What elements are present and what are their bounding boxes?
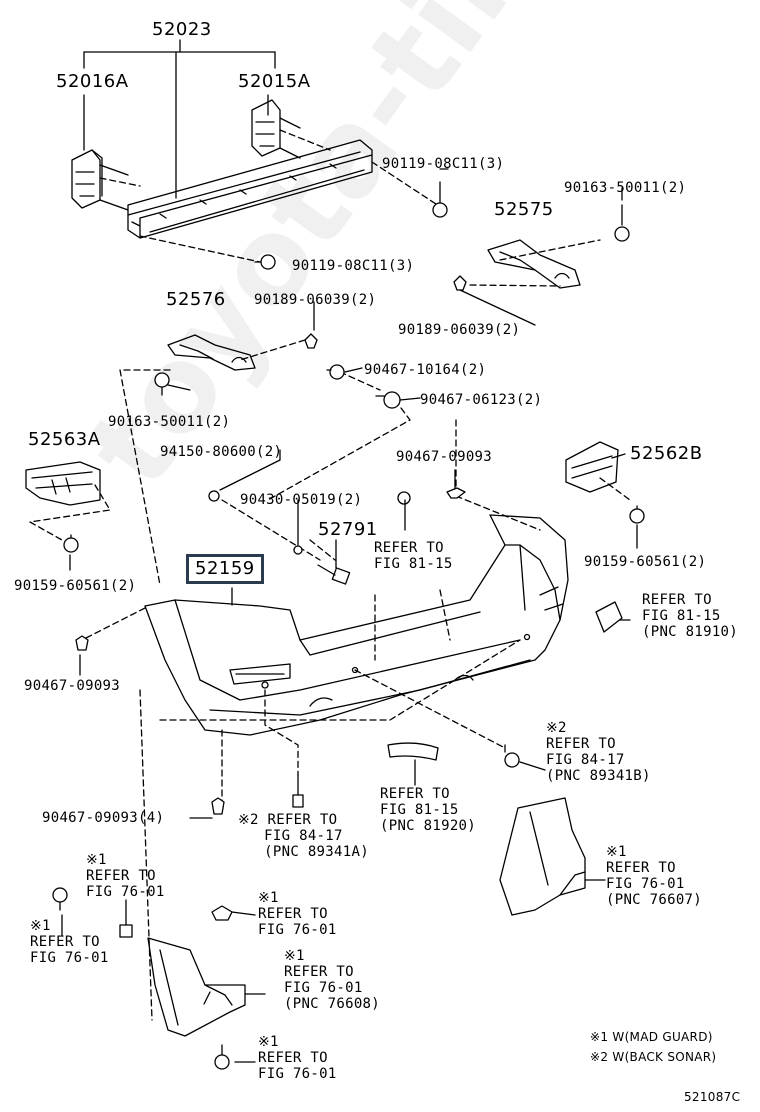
stay-52576 [167, 334, 256, 371]
label-90189-06039-left[interactable]: 90189-06039(2) [254, 292, 377, 308]
legend-note-2: ※2 W(BACK SONAR) [590, 1050, 717, 1064]
label-52576[interactable]: 52576 [166, 289, 226, 310]
label-refer-pnc-81920[interactable]: REFER TO FIG 81-15 (PNC 81920) [380, 786, 477, 834]
clip-90430 [293, 545, 303, 555]
bolts-and-clips [52, 181, 645, 1070]
bolt-sonar-right [504, 744, 520, 768]
label-52159-highlighted[interactable]: 52159 [186, 554, 264, 584]
reflector-left [387, 742, 439, 761]
bracket-52015a [251, 99, 301, 159]
screw-mudguard-a [52, 887, 68, 911]
label-refer-fig-76-01-c[interactable]: ※1 REFER TO FIG 76-01 [30, 918, 109, 966]
label-90159-60561-right[interactable]: 90159-60561(2) [584, 554, 707, 570]
mudguard-76607 [499, 797, 606, 916]
label-refer-fig-76-01-a[interactable]: ※1 REFER TO FIG 76-01 [86, 852, 165, 900]
label-refer-fig-81-15[interactable]: REFER TO FIG 81-15 [374, 540, 453, 572]
screw-mudguard-d [214, 1044, 230, 1070]
stay-52575 [487, 239, 581, 289]
label-refer-pnc-89341b[interactable]: ※2 REFER TO FIG 84-17 (PNC 89341B) [546, 720, 651, 784]
bolt-90467-06123 [375, 391, 401, 409]
clip-94150 [208, 490, 220, 502]
reflector-right [595, 601, 623, 633]
bracket-52023 [83, 39, 276, 199]
bolt-90467-06123-b [397, 491, 411, 505]
clip-90467-09093-left [75, 635, 89, 651]
label-90119-08c11-top[interactable]: 90119-08C11(3) [382, 156, 505, 172]
label-90163-50011-left[interactable]: 90163-50011(2) [108, 414, 231, 430]
label-52016a[interactable]: 52016A [56, 71, 129, 92]
label-94150-80600[interactable]: 94150-80600(2) [160, 444, 283, 460]
label-52563a[interactable]: 52563A [28, 429, 101, 450]
label-90163-50011-right[interactable]: 90163-50011(2) [564, 180, 687, 196]
bolt-90159-left [63, 534, 79, 553]
label-90430-05019[interactable]: 90430-05019(2) [240, 492, 363, 508]
mudguard-76608 [147, 937, 266, 1037]
bolt-90467-10164 [326, 364, 345, 380]
clip-90189-right [453, 275, 467, 291]
bolt-90119-top [432, 181, 448, 218]
callout-leaders [61, 168, 638, 1063]
legend-note-1: ※1 W(MAD GUARD) [590, 1030, 713, 1044]
label-52562b[interactable]: 52562B [630, 443, 703, 464]
label-refer-pnc-81910[interactable]: REFER TO FIG 81-15 (PNC 81910) [642, 592, 739, 640]
label-52575[interactable]: 52575 [494, 199, 554, 220]
clip-mudguard-c [211, 905, 233, 921]
clip-90189-left [304, 333, 318, 349]
label-52791[interactable]: 52791 [318, 519, 378, 540]
reinforcement-beam [127, 139, 373, 239]
label-refer-pnc-76607[interactable]: ※1 REFER TO FIG 76-01 (PNC 76607) [606, 844, 703, 908]
label-refer-pnc-76608[interactable]: ※1 REFER TO FIG 76-01 (PNC 76608) [284, 948, 381, 1012]
fastener-52791 [317, 564, 351, 585]
retainer-52563a [25, 461, 101, 506]
label-90467-09093-left[interactable]: 90467-09093 [24, 678, 121, 694]
bumper-cover-52159 [144, 514, 569, 736]
bolt-sonar-left [292, 774, 304, 808]
clip-mudguard-b [119, 924, 133, 938]
label-90189-06039-right[interactable]: 90189-06039(2) [398, 322, 521, 338]
label-90159-60561-left[interactable]: 90159-60561(2) [14, 578, 137, 594]
bolt-90119-mid [254, 254, 276, 270]
label-refer-fig-76-01-d[interactable]: ※1 REFER TO FIG 76-01 [258, 1034, 337, 1082]
clip-90467-09093-4 [211, 797, 225, 815]
label-90467-09093-4[interactable]: 90467-09093(4) [42, 810, 165, 826]
label-refer-fig-76-01-b[interactable]: ※1 REFER TO FIG 76-01 [258, 890, 337, 938]
label-52023[interactable]: 52023 [152, 19, 212, 40]
bracket-52016a [71, 149, 129, 211]
bolt-90163-left [154, 372, 170, 396]
dashed-leaders [29, 129, 631, 1021]
label-52015a[interactable]: 52015A [238, 71, 311, 92]
clip-90467-09093-top [446, 487, 466, 499]
label-90467-06123[interactable]: 90467-06123(2) [420, 392, 543, 408]
retainer-52562b [565, 441, 619, 493]
label-90119-08c11-mid[interactable]: 90119-08C11(3) [292, 258, 415, 274]
label-90467-10164[interactable]: 90467-10164(2) [364, 362, 487, 378]
bolt-90159-right [629, 505, 645, 524]
label-refer-pnc-89341a[interactable]: ※2 REFER TO FIG 84-17 (PNC 89341A) [238, 812, 369, 860]
figure-code: 521087C [684, 1090, 741, 1104]
bolt-90163-right [614, 204, 630, 242]
label-90467-09093-top[interactable]: 90467-09093 [396, 449, 493, 465]
